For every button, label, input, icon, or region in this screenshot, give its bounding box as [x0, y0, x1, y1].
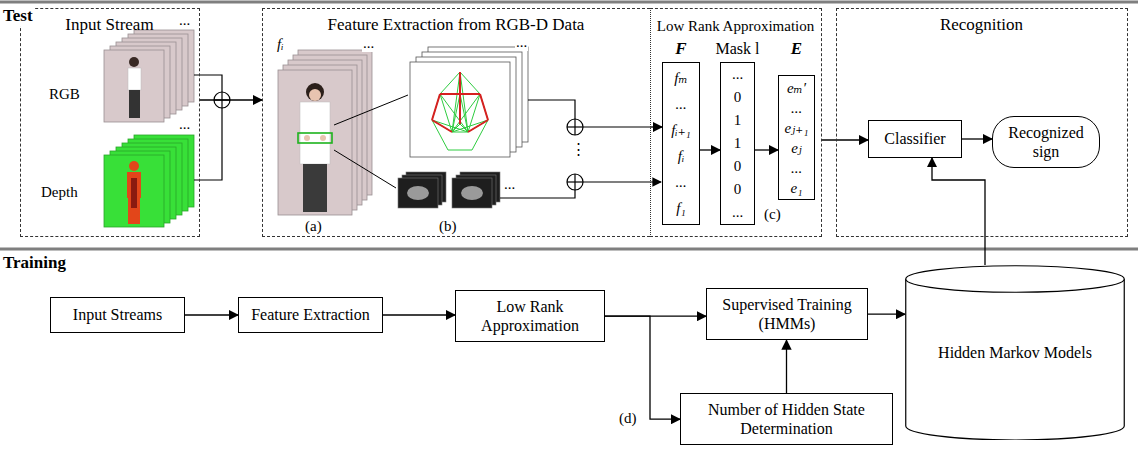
- node-label: Input Streams: [73, 305, 162, 324]
- node-label: ...: [663, 173, 699, 191]
- node-label: Hidden Markov Models: [938, 343, 1092, 362]
- node-label: Input Stream: [21, 15, 198, 35]
- node-label: E: [779, 39, 814, 59]
- hand-frame-stacks: [398, 172, 500, 208]
- node-label: fₘ: [663, 69, 699, 87]
- feature-extraction-panel: Feature Extraction from RGB-D Data: [262, 8, 650, 237]
- node-label: Mask l: [696, 39, 779, 58]
- frame-label: fᵢ: [276, 36, 285, 53]
- connector-arrow: [755, 149, 778, 150]
- node-label: 0: [721, 157, 754, 175]
- node-label: ...: [721, 65, 754, 83]
- signer-figure: [298, 83, 332, 212]
- node-label: ...: [721, 203, 754, 221]
- stream-label: Depth: [40, 184, 79, 201]
- rgb-frame-stack: [104, 30, 194, 122]
- node-label: 1: [721, 134, 754, 152]
- process-box: Low Rank Approximation: [455, 290, 605, 342]
- ellipsis-mark: ...: [503, 176, 516, 193]
- depth-person: [127, 161, 141, 224]
- connector-arrow: [185, 314, 238, 315]
- ellipsis-mark: ⋮: [570, 141, 587, 158]
- node-label: Feature Extraction: [251, 305, 370, 324]
- feature-column: Ffₘ...fᵢ₊₁fᵢ...f₁: [662, 62, 700, 225]
- terminal-box: Recognized sign: [992, 116, 1100, 168]
- node-label: Recognition: [837, 15, 1126, 35]
- node-label: f₁: [663, 199, 699, 217]
- ellipsis-mark: ...: [178, 116, 191, 133]
- section-rules: [0, 2, 1138, 249]
- callout-letter: (a): [304, 218, 323, 235]
- node-label: Feature Extraction from RGB-D Data: [263, 15, 649, 35]
- node-label: eⱼ₊₁: [779, 119, 814, 137]
- node-label: Classifier: [884, 129, 945, 148]
- connector-arrow: [605, 316, 680, 419]
- connector-arrow: [786, 340, 787, 393]
- node-label: 0: [721, 180, 754, 198]
- node-label: fᵢ₊₁: [663, 121, 699, 139]
- input-stream-panel: Input Stream: [20, 8, 200, 237]
- connector-arrow: [200, 99, 262, 100]
- frame-stack: [278, 50, 372, 215]
- node-label: 1: [721, 111, 754, 129]
- node-label: eⱼ: [779, 139, 814, 157]
- node-label: Number of Hidden State Determination: [689, 400, 884, 438]
- callout-letter: (c): [763, 206, 782, 223]
- node-label: ...: [779, 159, 814, 177]
- skeleton-frame-stack: [410, 47, 528, 157]
- connector-arrow: [868, 314, 905, 315]
- connector-arrow: [383, 314, 455, 315]
- connector-arrow: [932, 158, 985, 265]
- node-label: 0: [721, 88, 754, 106]
- process-box: Feature Extraction: [238, 297, 383, 333]
- cylinder-top: [906, 266, 1125, 293]
- cylinder-body: [906, 279, 1125, 440]
- section-title: Test: [2, 6, 34, 26]
- mask-column: Mask l...01100...: [720, 62, 755, 225]
- node-label: Low Rank Approximation: [651, 17, 820, 35]
- feature-fusion: [500, 100, 661, 198]
- section-title: Training: [2, 253, 67, 273]
- node-label: Low Rank Approximation: [464, 297, 596, 335]
- node-label: F: [663, 39, 699, 59]
- node-label: Supervised Training (HMMs): [715, 295, 859, 333]
- process-box: Input Streams: [50, 297, 185, 333]
- depth-frame-stack: [104, 135, 194, 227]
- process-box: Supervised Training (HMMs): [706, 288, 868, 340]
- leader-lines: [334, 95, 408, 188]
- node-label: Recognized sign: [1001, 123, 1091, 161]
- ellipsis-mark: ...: [178, 12, 191, 29]
- node-label: fᵢ: [663, 147, 699, 165]
- node-label: ...: [779, 99, 814, 117]
- stream-label: RGB: [48, 86, 81, 103]
- connector-arrow: [650, 126, 662, 127]
- low-rank-panel: Low Rank ApproximationFfₘ... fᵢ₊₁ fᵢ... f₁ M…: [650, 8, 822, 237]
- selected-column: Eeₘ′...eⱼ₊₁eⱼ...e₁: [778, 75, 815, 200]
- recognition-panel: RecognitionClassifier Recognized sign: [836, 8, 1128, 237]
- ellipsis-mark: ...: [515, 34, 528, 51]
- connector-arrow: [822, 139, 868, 140]
- node-label: ...: [663, 95, 699, 113]
- node-label: e₁: [779, 179, 814, 197]
- callout-letter: (d): [618, 410, 638, 427]
- connector-arrow: [700, 149, 720, 150]
- process-box: Classifier: [868, 120, 962, 158]
- connector-arrow: [962, 138, 992, 139]
- skeleton-graph: [432, 72, 488, 150]
- database-cylinder: Hidden Markov Models: [905, 265, 1125, 440]
- ellipsis-mark: ...: [362, 35, 375, 52]
- callout-letter: (b): [438, 218, 458, 235]
- node-label: eₘ′: [779, 79, 814, 97]
- process-box: Number of Hidden State Determination: [680, 393, 893, 445]
- rgb-person: [128, 57, 141, 118]
